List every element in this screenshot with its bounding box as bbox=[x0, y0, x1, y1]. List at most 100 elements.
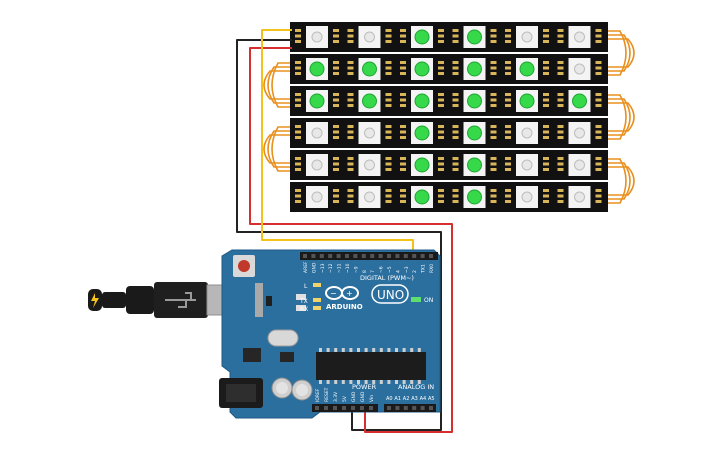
analog-header bbox=[384, 404, 436, 412]
solder-pad bbox=[452, 189, 459, 192]
solder-pad bbox=[333, 162, 339, 166]
solder-pad bbox=[505, 98, 511, 102]
digital-pin-label: ~9 bbox=[353, 266, 359, 273]
led-pixel-off bbox=[364, 31, 375, 43]
brand-label: ARDUINO bbox=[326, 303, 363, 311]
header-pin-hole[interactable] bbox=[403, 406, 408, 410]
header-pin-hole[interactable] bbox=[395, 406, 400, 410]
header-pin-hole[interactable] bbox=[336, 254, 341, 258]
header-pin-hole[interactable] bbox=[387, 254, 391, 258]
header-pin-hole[interactable] bbox=[333, 406, 337, 410]
reset-button-cap[interactable] bbox=[238, 260, 250, 272]
solder-pad bbox=[490, 136, 497, 139]
solder-pad bbox=[490, 66, 497, 70]
header-pin-hole[interactable] bbox=[370, 254, 375, 258]
solder-pad bbox=[333, 40, 339, 43]
strip-jumper-wire bbox=[608, 162, 631, 200]
solder-pad bbox=[347, 157, 354, 160]
solder-pad bbox=[505, 104, 511, 107]
solder-pad bbox=[295, 61, 301, 64]
header-pin-hole[interactable] bbox=[378, 254, 383, 258]
header-pin-hole[interactable] bbox=[315, 406, 319, 410]
strip-jumper-wire bbox=[608, 30, 627, 76]
header-pin-hole[interactable] bbox=[403, 254, 408, 258]
solder-pad bbox=[452, 136, 459, 139]
small-ic bbox=[280, 352, 294, 362]
analog-pin-label: A3 bbox=[411, 396, 418, 402]
header-pin-hole[interactable] bbox=[412, 254, 417, 258]
header-pin-hole[interactable] bbox=[345, 254, 349, 258]
solder-pad bbox=[295, 34, 301, 38]
solder-pad bbox=[595, 130, 602, 134]
led-strip bbox=[290, 54, 608, 84]
solder-pad bbox=[347, 34, 354, 38]
solder-pad bbox=[452, 157, 459, 160]
solder-pad bbox=[347, 29, 354, 32]
solder-pad bbox=[438, 72, 444, 75]
chip-pin bbox=[402, 348, 406, 352]
header-pin-hole[interactable] bbox=[412, 406, 417, 410]
header-pin-hole[interactable] bbox=[303, 254, 307, 258]
solder-pad bbox=[333, 61, 339, 64]
solder-pad bbox=[505, 34, 511, 38]
solder-pad bbox=[438, 162, 444, 166]
solder-pad bbox=[595, 66, 602, 70]
solder-pad bbox=[452, 104, 459, 107]
led-strip bbox=[290, 182, 608, 212]
header-pin-hole[interactable] bbox=[387, 406, 391, 410]
header-pin-hole[interactable] bbox=[395, 254, 400, 258]
analog-pin-label: A0 bbox=[386, 396, 393, 402]
header-pin-hole[interactable] bbox=[369, 406, 373, 410]
solder-pad bbox=[490, 194, 497, 198]
solder-pad bbox=[595, 104, 602, 107]
digital-pin-label: ~12 bbox=[328, 263, 334, 273]
solder-pad bbox=[385, 61, 392, 64]
solder-pad bbox=[385, 157, 392, 160]
led-pixel-on bbox=[414, 157, 430, 173]
solder-pad bbox=[452, 29, 459, 32]
solder-pad bbox=[543, 136, 549, 139]
header-pin-hole[interactable] bbox=[319, 254, 324, 258]
header-pin-hole[interactable] bbox=[420, 406, 425, 410]
header-pin-hole[interactable] bbox=[361, 254, 366, 258]
solder-pad bbox=[400, 29, 406, 32]
digital-pin-label: 4 bbox=[395, 270, 401, 273]
led-pixel-off bbox=[311, 191, 323, 203]
solder-pad bbox=[490, 29, 497, 32]
chip-pin bbox=[387, 348, 391, 352]
led-rx-label: RX bbox=[300, 306, 308, 313]
power-pin-label: Vin bbox=[369, 395, 375, 402]
header-pin-hole[interactable] bbox=[342, 406, 346, 410]
arduino-logo bbox=[325, 286, 359, 300]
solder-pad bbox=[490, 130, 497, 134]
chip-pin bbox=[410, 380, 414, 384]
power-pin-label: GND bbox=[360, 391, 366, 402]
header-pin-hole[interactable] bbox=[360, 406, 364, 410]
header-pin-hole[interactable] bbox=[351, 406, 355, 410]
header-pin-hole[interactable] bbox=[328, 254, 333, 258]
solder-pad bbox=[385, 189, 392, 192]
digital-pin-label: 8 bbox=[362, 270, 368, 273]
chip-pin bbox=[410, 348, 414, 352]
header-pin-hole[interactable] bbox=[353, 254, 358, 258]
solder-pad bbox=[400, 130, 406, 134]
solder-pad bbox=[557, 194, 564, 198]
solder-pad bbox=[452, 34, 459, 38]
solder-pad bbox=[295, 72, 301, 75]
header-pin-hole[interactable] bbox=[429, 406, 433, 410]
solder-pad bbox=[333, 72, 339, 75]
solder-pad bbox=[505, 130, 511, 134]
power-pin-label: RESET bbox=[324, 387, 330, 402]
header-pin-hole[interactable] bbox=[420, 254, 425, 258]
led-pixel-on bbox=[309, 93, 325, 109]
solder-pad bbox=[295, 168, 301, 171]
header-pin-hole[interactable] bbox=[324, 406, 328, 410]
led-pixel-off bbox=[364, 127, 375, 139]
model-label: UNO bbox=[377, 288, 404, 302]
led-pixel-off bbox=[521, 159, 533, 171]
solder-pad bbox=[452, 168, 459, 171]
header-pin-hole[interactable] bbox=[311, 254, 316, 258]
solder-pad bbox=[595, 194, 602, 198]
strip-jumper-wire bbox=[271, 62, 290, 108]
header-pin-hole[interactable] bbox=[429, 254, 433, 258]
